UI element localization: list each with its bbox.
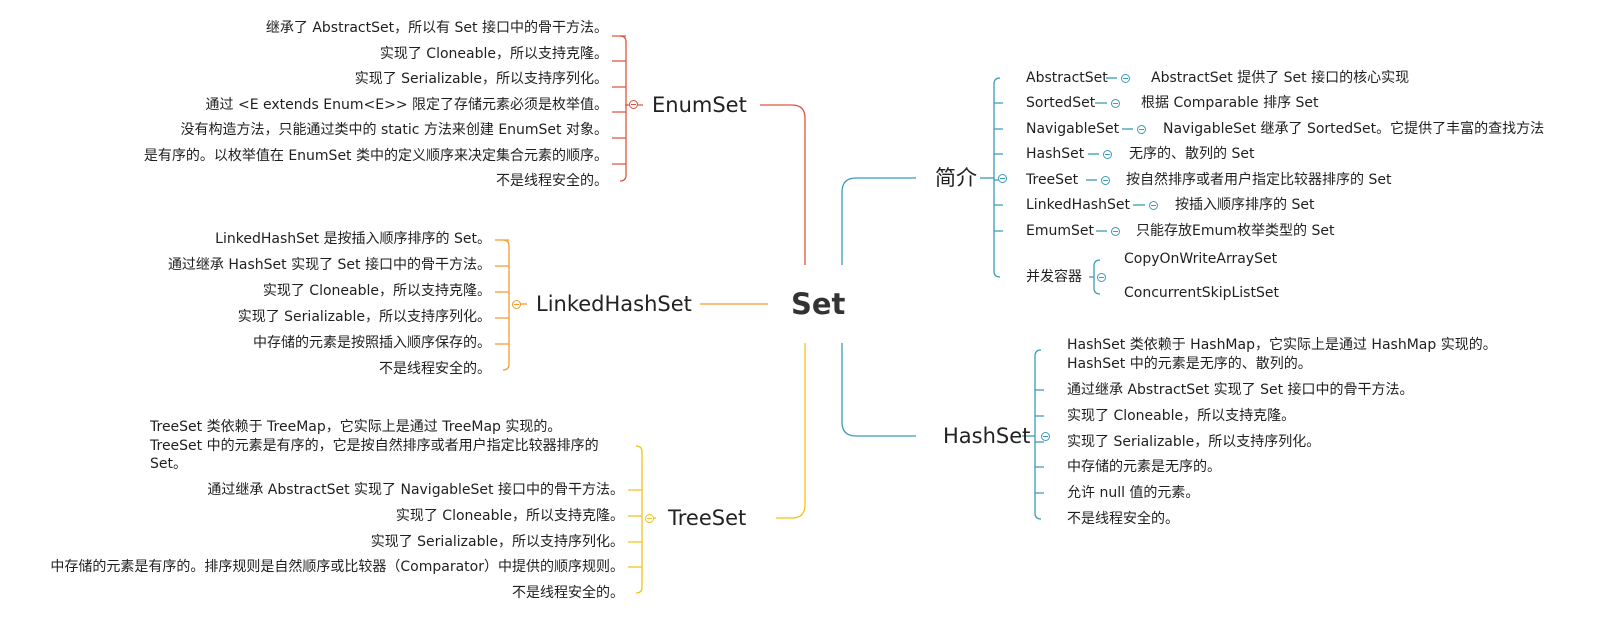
intro-concurrent-child: CopyOnWriteArraySet xyxy=(1124,251,1278,267)
collapse-toggle-icon[interactable] xyxy=(998,174,1007,183)
intro-item-desc: NavigableSet 继承了 SortedSet。它提供了丰富的查找方法 xyxy=(1163,121,1545,137)
hashset-item: 中存储的元素是无序的。 xyxy=(1067,459,1221,475)
branch-hashset[interactable]: HashSet xyxy=(943,424,1031,448)
branch-intro[interactable]: 简介 xyxy=(935,166,977,190)
collapse-toggle-icon[interactable] xyxy=(1121,74,1130,83)
enumset-item: 是有序的。以枚举值在 EnumSet 类中的定义顺序来决定集合元素的顺序。 xyxy=(143,148,608,164)
branch-enumset[interactable]: EnumSet xyxy=(652,93,747,117)
collapse-toggle-icon[interactable] xyxy=(1111,99,1120,108)
linkedhashset-item: 实现了 Serializable，所以支持序列化。 xyxy=(237,309,491,325)
intro-item-desc: AbstractSet 提供了 Set 接口的核心实现 xyxy=(1151,70,1410,86)
intro-item-name: AbstractSet xyxy=(1026,70,1108,86)
intro-concurrent-name: 并发容器 xyxy=(1026,269,1082,285)
enumset-item: 通过 <E extends Enum<E>> 限定了存储元素必须是枚举值。 xyxy=(205,97,608,113)
hashset-item: 实现了 Cloneable，所以支持克隆。 xyxy=(1067,408,1296,424)
branch-linkedhashset[interactable]: LinkedHashSet xyxy=(536,292,692,316)
enumset-item: 实现了 Cloneable，所以支持克隆。 xyxy=(379,46,608,62)
hashset-item: 允许 null 值的元素。 xyxy=(1067,485,1200,501)
hashset-item: HashSet 类依赖于 HashMap，它实际上是通过 HashMap 实现的… xyxy=(1067,337,1497,353)
hashset-item: HashSet 中的元素是无序的、散列的。 xyxy=(1067,356,1312,372)
enumset-connectors xyxy=(612,35,806,265)
enumset-item: 没有构造方法，只能通过类中的 static 方法来创建 EnumSet 对象。 xyxy=(180,122,608,138)
collapse-toggle-icon[interactable] xyxy=(512,300,521,309)
collapse-toggle-icon[interactable] xyxy=(629,100,638,109)
treeset-connectors xyxy=(628,343,806,594)
hashset-item: 通过继承 AbstractSet 实现了 Set 接口中的骨干方法。 xyxy=(1067,382,1414,398)
intro-item-name: EmumSet xyxy=(1026,223,1094,239)
intro-item-name: NavigableSet xyxy=(1026,121,1120,137)
linkedhashset-connectors xyxy=(495,239,768,371)
linkedhashset-item: 不是线程安全的。 xyxy=(379,361,491,377)
intro-item-name: SortedSet xyxy=(1026,95,1096,111)
intro-item-name: LinkedHashSet xyxy=(1026,197,1130,213)
intro-item-desc: 按自然排序或者用户指定比较器排序的 Set xyxy=(1126,172,1392,188)
treeset-item: 实现了 Cloneable，所以支持克隆。 xyxy=(395,508,624,524)
hashset-item: 实现了 Serializable，所以支持序列化。 xyxy=(1067,434,1321,450)
collapse-toggle-icon[interactable] xyxy=(1137,125,1146,134)
intro-item-desc: 根据 Comparable 排序 Set xyxy=(1141,95,1319,111)
collapse-toggle-icon[interactable] xyxy=(1111,227,1120,236)
branch-treeset[interactable]: TreeSet xyxy=(668,506,747,530)
treeset-item: TreeSet 中的元素是有序的，它是按自然排序或者用户指定比较器排序的 Set… xyxy=(150,438,599,472)
collapse-toggle-icon[interactable] xyxy=(1041,432,1050,441)
intro-item-desc: 无序的、散列的 Set xyxy=(1129,146,1255,162)
intro-item-desc: 只能存放Emum枚举类型的 Set xyxy=(1136,223,1335,239)
enumset-item: 继承了 AbstractSet，所以有 Set 接口中的骨干方法。 xyxy=(265,20,608,36)
treeset-item: 不是线程安全的。 xyxy=(512,585,624,601)
enumset-item: 实现了 Serializable，所以支持序列化。 xyxy=(354,71,608,87)
treeset-item: TreeSet 类依赖于 TreeMap，它实际上是通过 TreeMap 实现的… xyxy=(150,419,562,435)
treeset-item: 通过继承 AbstractSet 实现了 NavigableSet 接口中的骨干… xyxy=(207,482,624,498)
treeset-item: 中存储的元素是有序的。排序规则是自然顺序或比较器（Comparator）中提供的… xyxy=(50,559,624,575)
intro-item-name: HashSet xyxy=(1026,146,1085,162)
enumset-item: 不是线程安全的。 xyxy=(496,173,608,189)
intro-connectors xyxy=(841,77,1145,295)
hashset-item: 不是线程安全的。 xyxy=(1067,511,1179,527)
linkedhashset-item: LinkedHashSet 是按插入顺序排序的 Set。 xyxy=(215,231,491,247)
intro-concurrent-child: ConcurrentSkipListSet xyxy=(1124,285,1279,301)
treeset-item: 实现了 Serializable，所以支持序列化。 xyxy=(370,534,624,550)
intro-item-name: TreeSet xyxy=(1026,172,1079,188)
linkedhashset-item: 实现了 Cloneable，所以支持克隆。 xyxy=(262,283,491,299)
linkedhashset-item: 通过继承 HashSet 实现了 Set 接口中的骨干方法。 xyxy=(167,257,491,273)
root-topic[interactable]: Set xyxy=(791,287,846,321)
collapse-toggle-icon[interactable] xyxy=(1101,176,1110,185)
collapse-toggle-icon[interactable] xyxy=(1149,201,1158,210)
collapse-toggle-icon[interactable] xyxy=(1097,273,1106,282)
collapse-toggle-icon[interactable] xyxy=(1103,150,1112,159)
linkedhashset-item: 中存储的元素是按照插入顺序保存的。 xyxy=(253,335,491,351)
intro-item-desc: 按插入顺序排序的 Set xyxy=(1175,197,1315,213)
collapse-toggle-icon[interactable] xyxy=(645,514,654,523)
hashset-connectors xyxy=(841,343,1044,520)
